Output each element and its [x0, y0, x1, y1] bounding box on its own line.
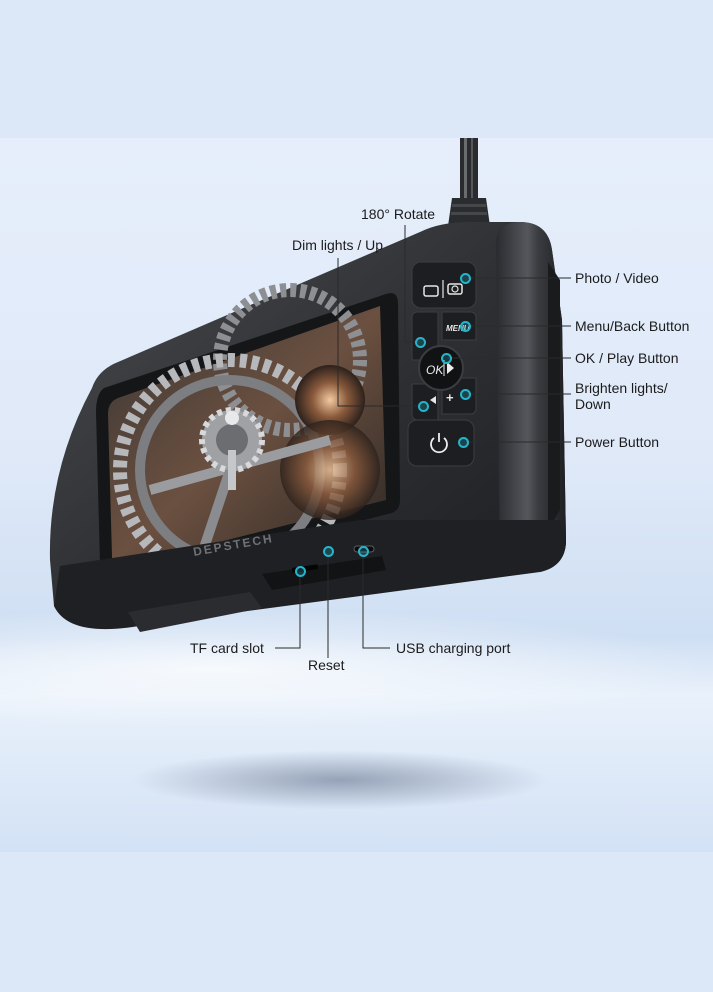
power-marker — [458, 437, 469, 448]
ok-play-button[interactable] — [418, 345, 464, 391]
label-usb: USB charging port — [396, 640, 511, 656]
label-brighten-line1: Brighten lights/ — [575, 380, 668, 396]
cable — [448, 138, 490, 226]
dim-marker — [418, 401, 429, 412]
svg-text:MENU: MENU — [446, 324, 470, 333]
power-button[interactable] — [407, 419, 475, 467]
label-brighten-line2: Down — [575, 396, 611, 412]
rotate-marker — [415, 337, 426, 348]
label-dim-lights-up: Dim lights / Up — [292, 237, 384, 253]
brighten-marker — [460, 389, 471, 400]
button-panel: MENU + OK — [407, 261, 477, 467]
device-shadow — [130, 750, 550, 810]
label-power: Power Button — [575, 434, 660, 450]
ok-play-marker — [441, 353, 452, 364]
svg-text:OK: OK — [426, 363, 444, 377]
photo-video-button[interactable] — [411, 261, 477, 309]
label-menu-back: Menu/Back Button — [575, 318, 690, 334]
photo-video-marker — [460, 273, 471, 284]
label-tf-card: TF card slot — [190, 640, 264, 656]
menu-marker — [460, 321, 471, 332]
menu-button[interactable] — [441, 311, 477, 341]
svg-text:+: + — [446, 390, 454, 405]
label-photo-video: Photo / Video — [575, 270, 659, 286]
tf-card-marker — [295, 566, 306, 577]
label-180-rotate: 180° Rotate — [361, 206, 436, 222]
label-reset: Reset — [308, 657, 345, 673]
device-body: DEPSTECH — [49, 222, 567, 632]
usb-marker — [358, 546, 369, 557]
reset-marker — [323, 546, 334, 557]
label-ok-play: OK / Play Button — [575, 350, 679, 366]
